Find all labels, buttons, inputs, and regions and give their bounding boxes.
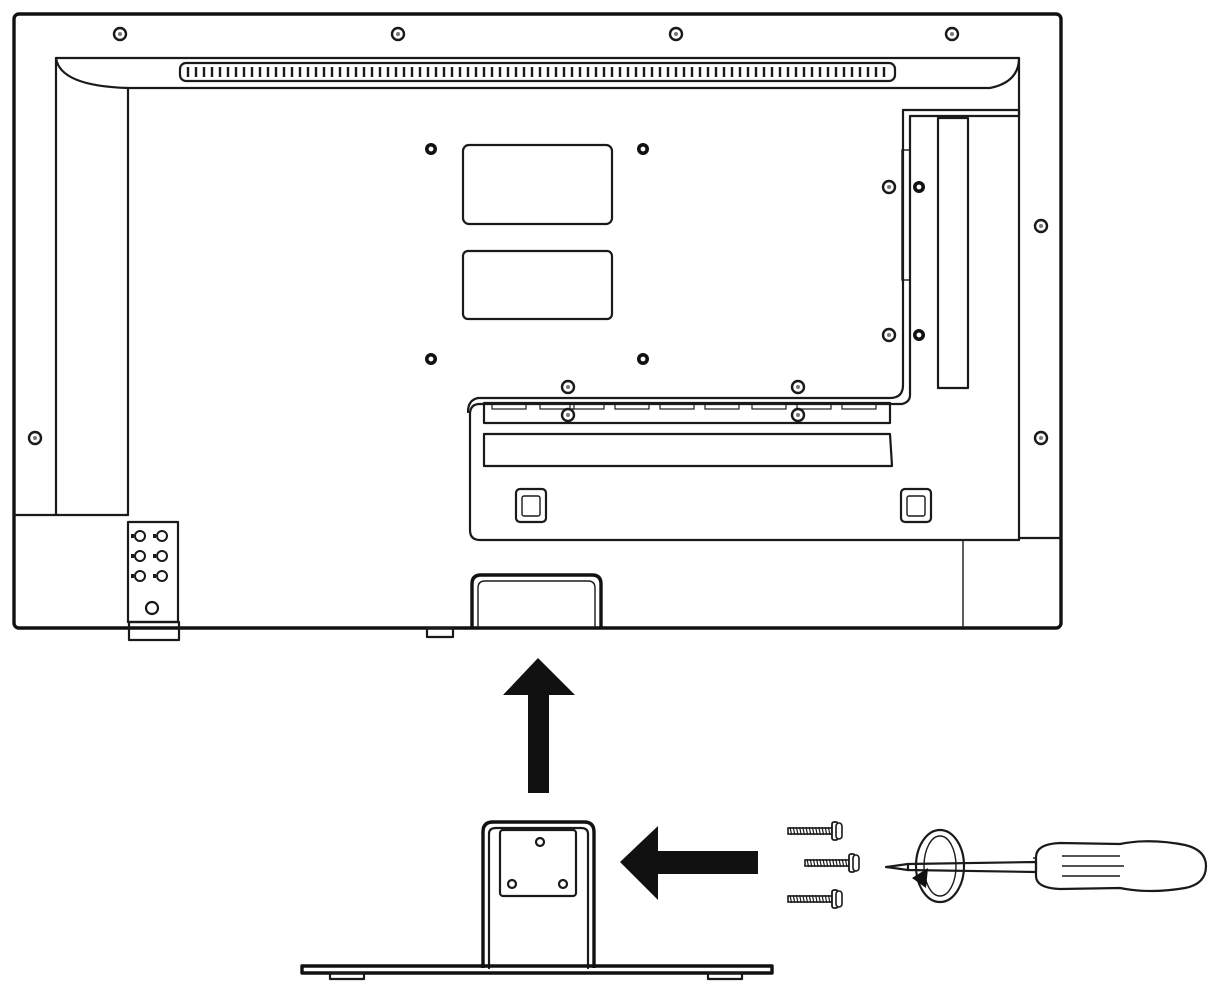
vesa-screw-center bbox=[428, 356, 434, 362]
control-key bbox=[156, 530, 168, 542]
rear-housing-outline bbox=[468, 108, 1021, 542]
cable-clip-left bbox=[514, 487, 548, 524]
screw-icon bbox=[787, 821, 843, 841]
vesa-label-lower bbox=[461, 249, 614, 321]
screw-center bbox=[566, 385, 570, 389]
screw-center bbox=[118, 32, 122, 36]
control-key bbox=[134, 550, 146, 562]
control-keys-panel bbox=[126, 520, 181, 642]
tv-back-panel bbox=[12, 12, 1063, 642]
stand-mount-plate bbox=[498, 828, 578, 898]
control-key-mark bbox=[153, 574, 156, 578]
screw-center bbox=[796, 413, 800, 417]
port-slot bbox=[614, 403, 650, 410]
port-slot bbox=[841, 403, 877, 410]
control-key bbox=[156, 550, 168, 562]
control-key-mark bbox=[153, 554, 156, 558]
stand-hole-left bbox=[506, 878, 518, 890]
stand-hole-top bbox=[534, 836, 546, 848]
vesa-screw-center bbox=[916, 332, 922, 338]
screw-icon bbox=[804, 853, 860, 873]
screw-center bbox=[1039, 224, 1043, 228]
bottom-port-strip bbox=[482, 401, 892, 425]
stand-base bbox=[300, 820, 774, 981]
control-key bbox=[156, 570, 168, 582]
port-slot bbox=[796, 403, 832, 410]
control-key-mark bbox=[131, 574, 134, 578]
vesa-screw-center bbox=[428, 146, 434, 152]
vesa-label-upper bbox=[461, 143, 614, 226]
port-slot bbox=[539, 403, 575, 410]
screw-center bbox=[887, 333, 891, 337]
stand-socket bbox=[470, 573, 603, 628]
stand-hole-right bbox=[557, 878, 569, 890]
bottom-label-strip bbox=[482, 432, 894, 468]
rotation-arrow-icon bbox=[912, 828, 966, 904]
screw-center bbox=[396, 32, 400, 36]
cable-clip-right bbox=[899, 487, 933, 524]
screw-center bbox=[950, 32, 954, 36]
side-port-panel bbox=[936, 116, 970, 390]
control-key-mark bbox=[153, 534, 156, 538]
vent-grille bbox=[178, 61, 897, 83]
vesa-screw-center bbox=[640, 146, 646, 152]
stand-neck bbox=[481, 820, 596, 968]
stand-foot-right bbox=[706, 971, 744, 981]
port-slot bbox=[751, 403, 787, 410]
tv-outer-frame bbox=[12, 12, 1063, 630]
screw-center bbox=[887, 185, 891, 189]
control-key-mark bbox=[131, 534, 134, 538]
screw-icon bbox=[787, 889, 843, 909]
vesa-screw-center bbox=[640, 356, 646, 362]
port-slot bbox=[491, 403, 527, 410]
screw-center bbox=[674, 32, 678, 36]
vesa-screw-center bbox=[916, 184, 922, 190]
port-slot bbox=[704, 403, 740, 410]
port-slot bbox=[569, 403, 605, 410]
stand-foot-left bbox=[328, 971, 366, 981]
screw-center bbox=[1039, 436, 1043, 440]
bottom-tab bbox=[425, 626, 455, 639]
screw-center bbox=[566, 413, 570, 417]
up-arrow bbox=[503, 658, 575, 793]
control-key-mark bbox=[131, 554, 134, 558]
control-key bbox=[134, 570, 146, 582]
left-arrow bbox=[620, 826, 758, 900]
port-slot bbox=[659, 403, 695, 410]
control-key bbox=[134, 530, 146, 542]
screwdriver-icon bbox=[884, 840, 1208, 893]
screw-set bbox=[787, 821, 860, 909]
screw-center bbox=[796, 385, 800, 389]
screw-center bbox=[33, 436, 37, 440]
stand-plate bbox=[300, 964, 774, 975]
